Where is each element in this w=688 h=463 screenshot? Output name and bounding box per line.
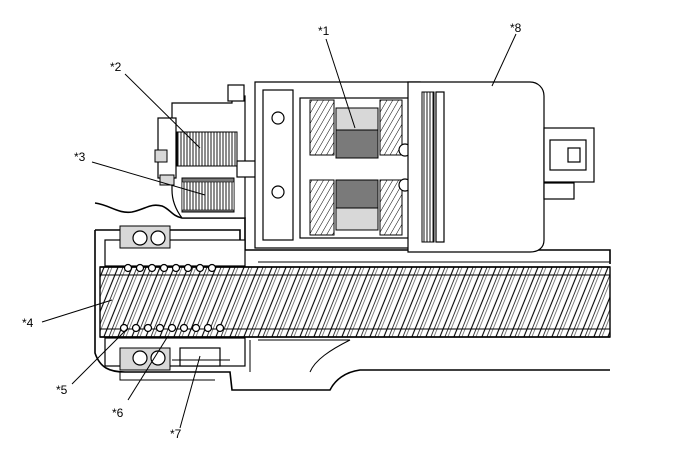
recirculating-balls-bottom	[119, 323, 225, 333]
label-4: *4	[22, 316, 34, 330]
leader-line-4	[41, 299, 113, 323]
label-2: *2	[110, 60, 122, 74]
ball-screw-shaft	[99, 266, 611, 338]
label-5: *5	[56, 383, 68, 397]
outer-housing	[94, 202, 611, 391]
leader-line-6	[127, 335, 169, 401]
ball-nut-assembly	[104, 225, 246, 371]
label-1: *1	[318, 24, 330, 38]
reduction-belt-unit	[154, 84, 246, 219]
leader-line-3	[91, 161, 206, 196]
recirculating-balls-top	[123, 263, 217, 273]
leader-line-8	[491, 33, 517, 87]
label-6: *6	[112, 406, 124, 420]
motor-stator-rotor	[309, 99, 412, 236]
leader-line-5	[71, 327, 129, 385]
label-8: *8	[510, 21, 522, 35]
leader-lines	[41, 33, 517, 429]
motor-ecu-housing	[407, 81, 595, 253]
label-7: *7	[170, 427, 182, 441]
label-3: *3	[74, 150, 86, 164]
leader-line-2	[124, 73, 201, 149]
leader-line-7	[179, 355, 201, 429]
leader-line-1	[325, 38, 356, 129]
